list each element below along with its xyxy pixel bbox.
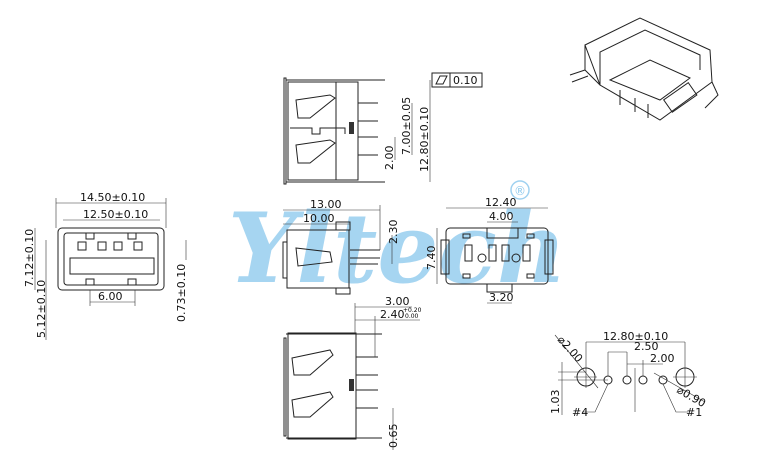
dim-width-outer: 14.50±0.10	[80, 191, 145, 204]
side-view: 13.00 10.00 2.30	[282, 198, 400, 295]
flatness-icon	[435, 75, 448, 85]
registered-mark: ®	[514, 184, 526, 198]
dim-bottom-c: 0.65	[387, 424, 400, 449]
dim-height: 7.12±0.10	[23, 229, 36, 287]
dim-pitch-b: 2.00	[650, 352, 675, 365]
dim-pitch-a: 2.50	[634, 340, 659, 353]
dim-offset: 0.73±0.10	[175, 264, 188, 322]
dim-rear-height: 7.40	[425, 246, 438, 271]
dim-pin-span: 6.00	[98, 290, 123, 303]
watermark-logo: Yltech ®	[228, 180, 567, 305]
pin-1-label: #1	[686, 406, 702, 419]
rear-view: 12.40 4.00 7.40 3.20	[425, 196, 554, 304]
watermark-text: Yltech	[228, 192, 567, 305]
dim-width-inner: 12.50±0.10	[83, 208, 148, 221]
dim-peg-spacing: 12.80±0.10	[603, 330, 668, 343]
dim-length-body: 10.00	[303, 212, 335, 225]
dim-bottom-b-tol-lower: 0.00	[405, 313, 419, 320]
flatness-value: 0.10	[453, 74, 478, 87]
dim-overall-width: 12.80±0.10	[418, 107, 431, 172]
dim-bottom-b-tol-upper: +0.20	[403, 307, 422, 314]
isometric-view	[569, 17, 719, 121]
bottom-view: 3.00 2.40 +0.20 0.00 0.65	[283, 295, 422, 450]
dim-length-total: 13.00	[310, 198, 342, 211]
dim-footprint-offset: 1.03	[549, 390, 562, 415]
dim-pin-pitch: 2.00	[383, 146, 396, 171]
dim-bottom-a: 3.00	[385, 295, 410, 308]
dim-height-lower: 5.12±0.10	[35, 280, 48, 338]
front-view: 14.50±0.10 12.50±0.10 6.00 7.12±0.10 5.1…	[23, 191, 188, 340]
dim-rear-width: 12.40	[485, 196, 517, 209]
dim-bottom-tab: 3.20	[489, 291, 514, 304]
dim-tab-width: 4.00	[489, 210, 514, 223]
dim-pin-spacing: 7.00±0.05	[400, 97, 413, 155]
dim-pin-height: 2.30	[387, 220, 400, 245]
pin-4-label: #4	[572, 406, 588, 419]
dim-peg-diameter: ⌀2.00	[555, 333, 585, 365]
top-view: 0.10 12.80±0.10 7.00±0.05 2.00	[283, 72, 483, 185]
pcb-footprint: 12.80±0.10 2.50 2.00 ⌀2.00 ⌀0.90 1.03 #4…	[549, 330, 708, 419]
dim-bottom-b: 2.40	[380, 308, 405, 321]
